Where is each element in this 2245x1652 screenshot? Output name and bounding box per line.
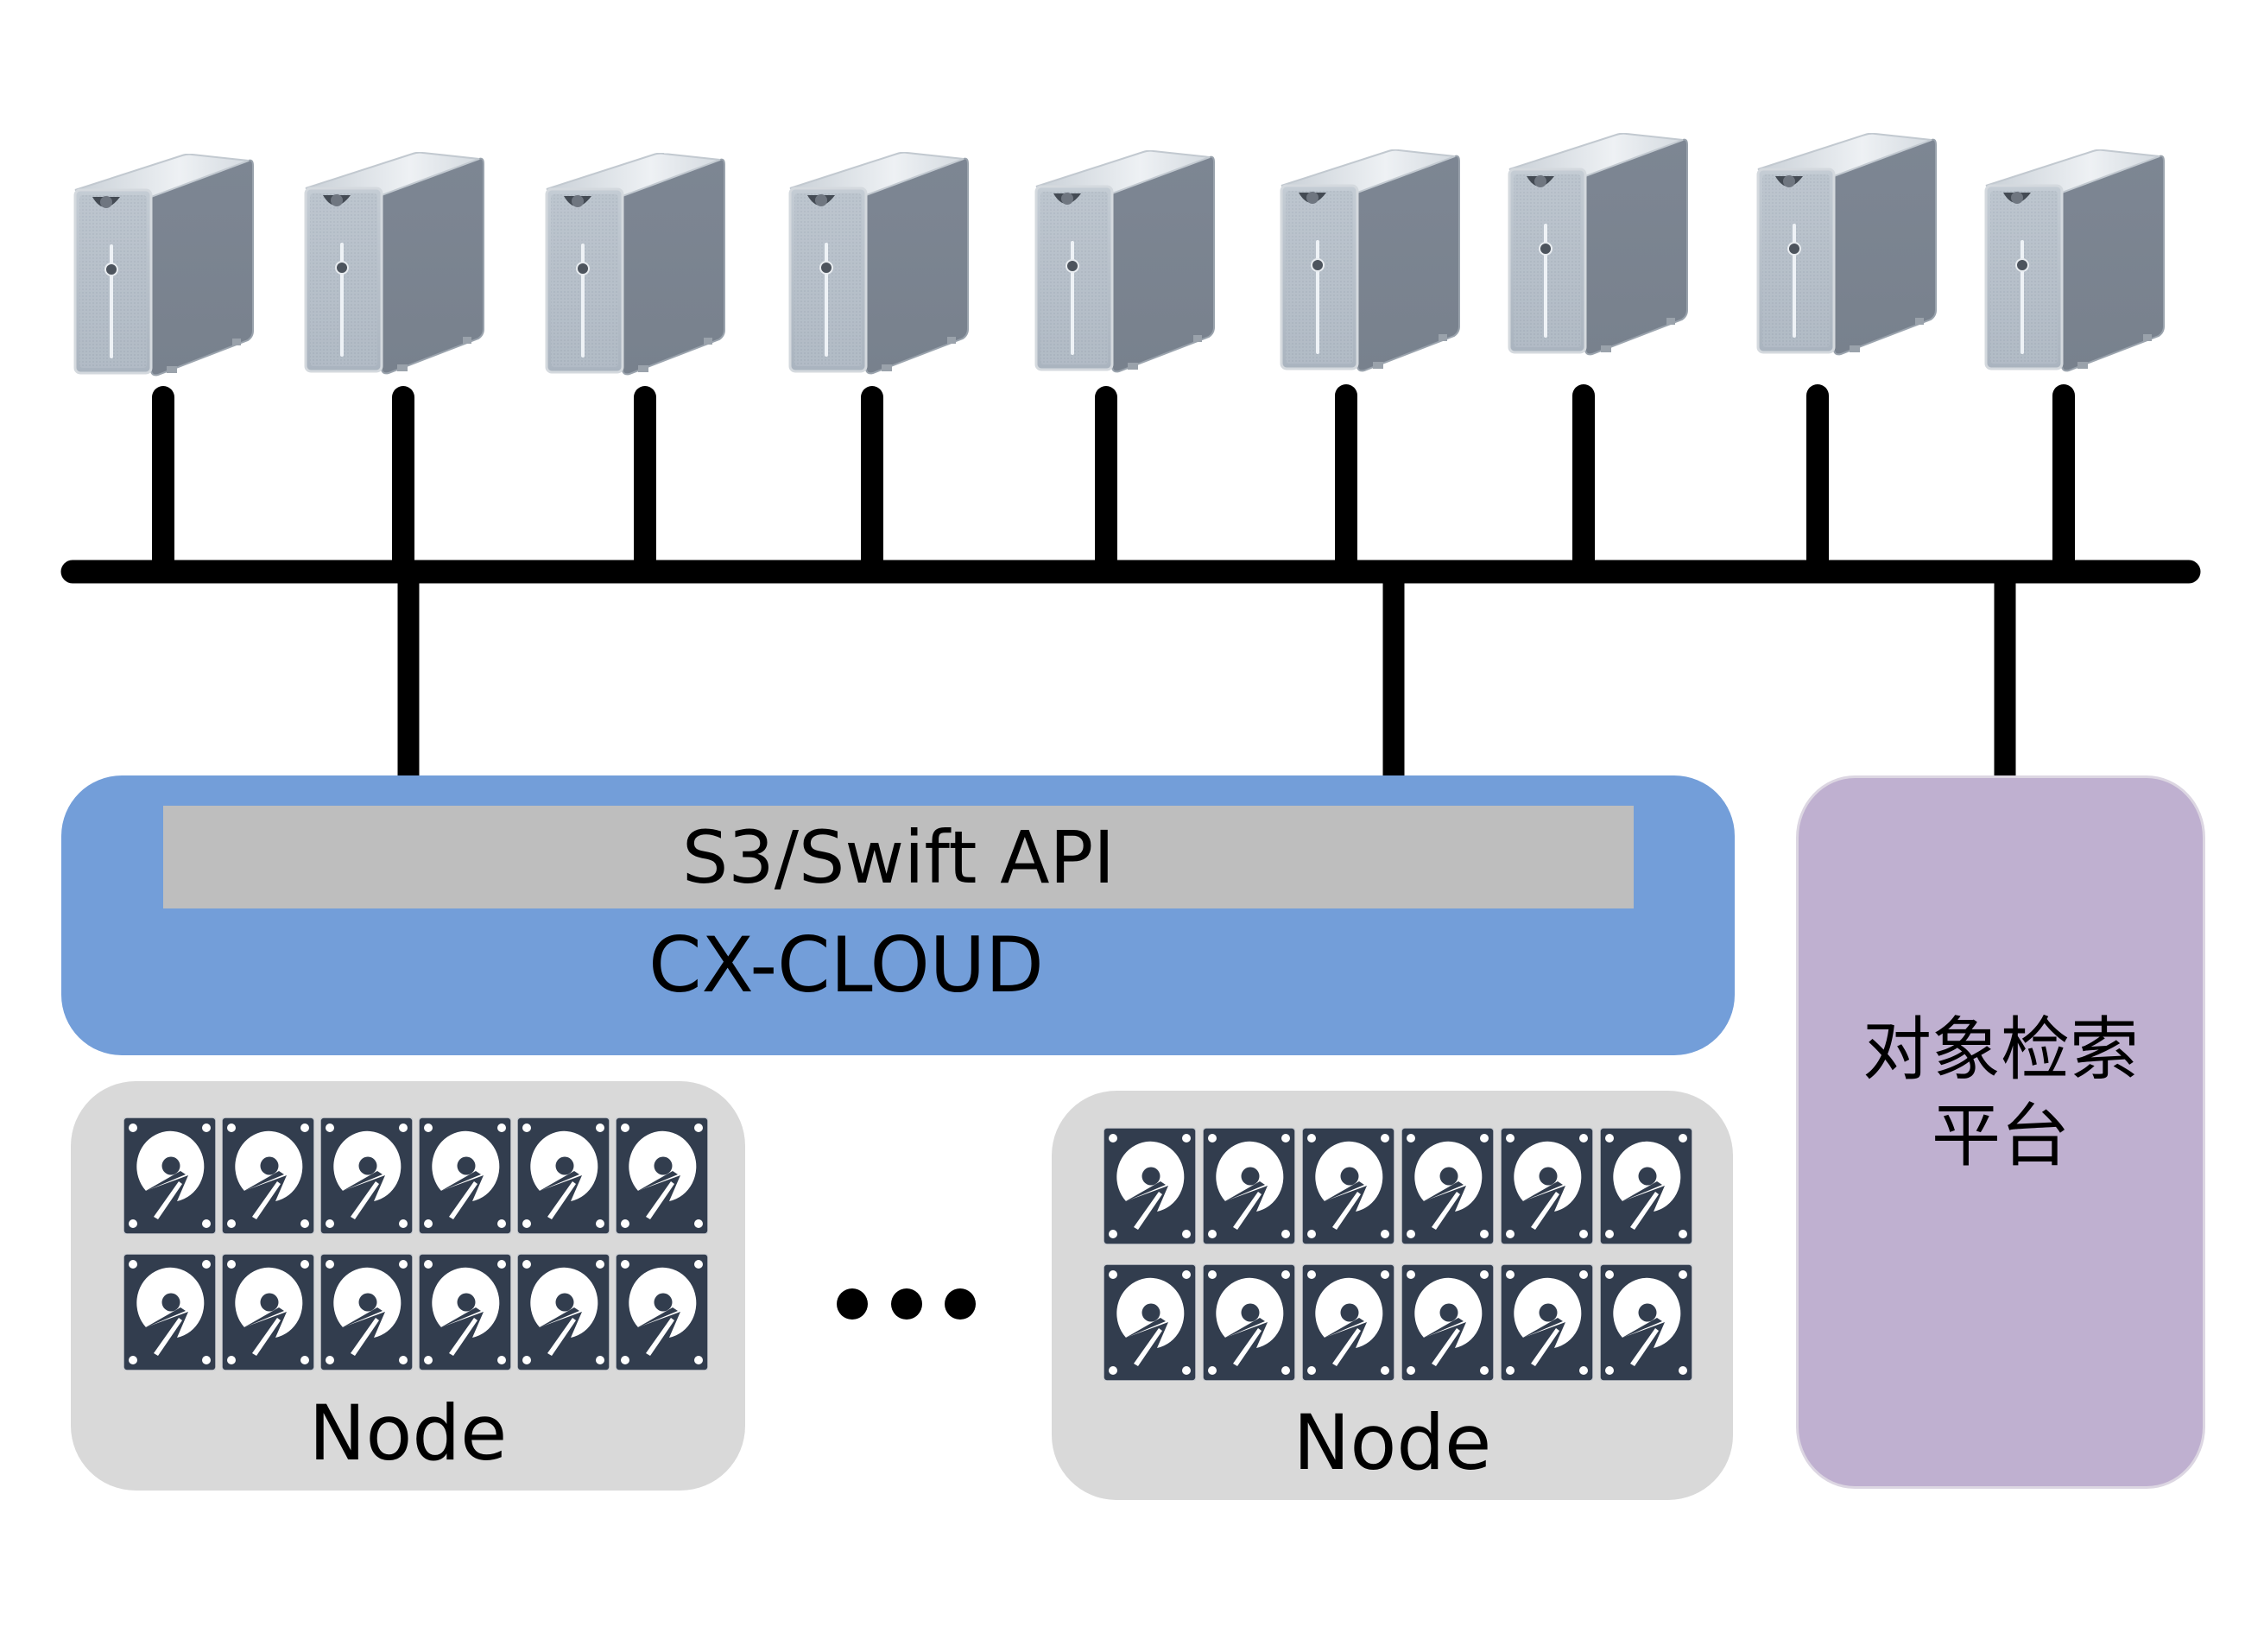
server-tower-icon <box>72 154 255 377</box>
hard-disk-icon <box>222 1117 314 1234</box>
hard-disk-icon <box>123 1117 216 1234</box>
hard-disk-icon <box>1600 1264 1692 1381</box>
hard-disk-icon <box>1501 1264 1593 1381</box>
server-tower-icon <box>543 153 726 376</box>
hard-disk-icon <box>320 1117 413 1234</box>
server-tower-icon <box>787 152 970 375</box>
object-search-platform-label: 对象检索 平台 <box>1862 1010 2139 1176</box>
server-tower-icon <box>1506 133 1689 356</box>
storage-node: Node <box>71 1081 745 1491</box>
hard-disk-icon <box>1401 1264 1494 1381</box>
hard-disk-icon <box>517 1117 610 1234</box>
disk-array <box>1104 1128 1692 1381</box>
cx-cloud-label: CX-CLOUD <box>648 921 1044 1010</box>
hard-disk-icon <box>1302 1128 1394 1244</box>
hard-disk-icon <box>1203 1128 1295 1244</box>
hard-disk-icon <box>1600 1128 1692 1244</box>
server-tower-icon <box>1755 133 1938 356</box>
hard-disk-icon <box>616 1117 708 1234</box>
server-tower-icon <box>302 152 485 375</box>
hard-disk-icon <box>419 1254 511 1370</box>
server-tower-icon <box>1278 149 1461 372</box>
cx-cloud-box: S3/Swift API CX-CLOUD <box>61 775 1735 1055</box>
api-bar: S3/Swift API <box>163 806 1634 908</box>
hard-disk-icon <box>1302 1264 1394 1381</box>
hard-disk-icon <box>222 1254 314 1370</box>
hard-disk-icon <box>517 1254 610 1370</box>
hard-disk-icon <box>1401 1128 1494 1244</box>
disk-array <box>123 1117 708 1370</box>
object-search-platform-box: 对象检索 平台 <box>1796 775 2205 1489</box>
storage-node: Node <box>1052 1091 1733 1500</box>
hard-disk-icon <box>1104 1264 1196 1381</box>
server-tower-icon <box>1983 149 2166 372</box>
hard-disk-icon <box>1104 1128 1196 1244</box>
ellipsis-dot <box>837 1288 868 1320</box>
hard-disk-icon <box>1203 1264 1295 1381</box>
hard-disk-icon <box>419 1117 511 1234</box>
api-label: S3/Swift API <box>681 814 1116 900</box>
hard-disk-icon <box>320 1254 413 1370</box>
ellipsis-dot <box>945 1288 976 1320</box>
hard-disk-icon <box>123 1254 216 1370</box>
ellipsis-dot <box>891 1288 922 1320</box>
node-label: Node <box>1293 1398 1492 1487</box>
hard-disk-icon <box>616 1254 708 1370</box>
server-tower-icon <box>1033 150 1216 373</box>
node-label: Node <box>308 1389 508 1478</box>
hard-disk-icon <box>1501 1128 1593 1244</box>
